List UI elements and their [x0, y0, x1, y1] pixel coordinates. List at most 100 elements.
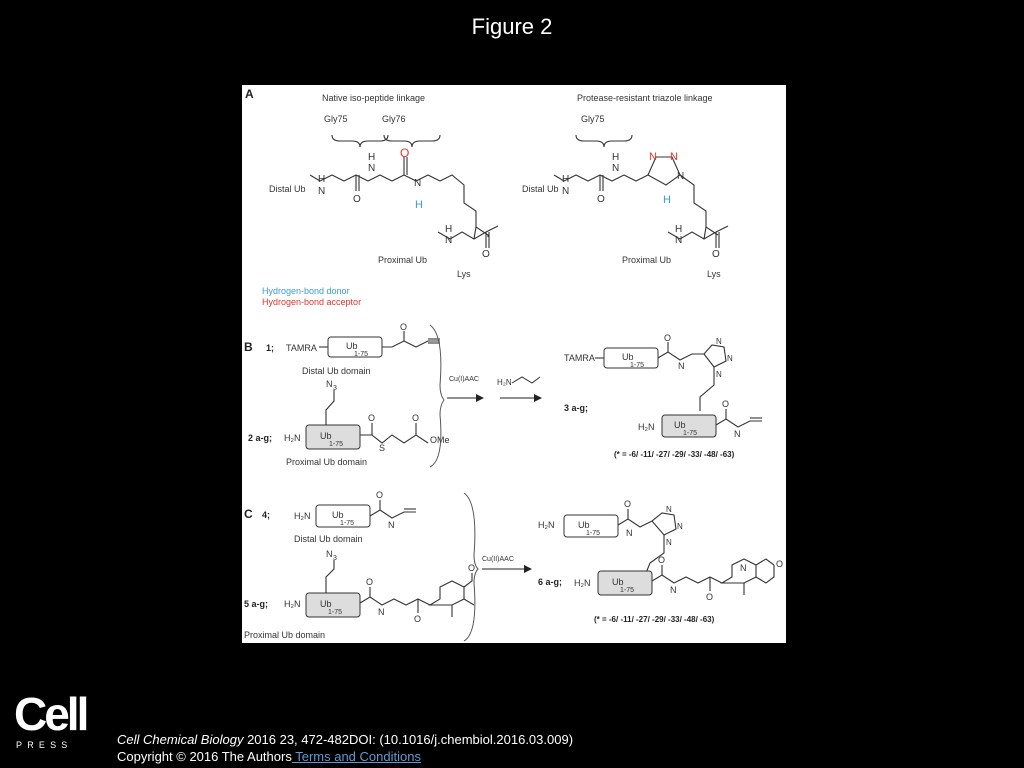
svg-text:O: O [376, 490, 383, 500]
distal-ub-label-a: Distal Ub [269, 184, 306, 194]
svg-text:N: N [612, 163, 619, 174]
h2n-c5: H₂N [284, 599, 301, 609]
svg-text:O: O [414, 614, 421, 624]
legend-donor: Hydrogen-bond donor [262, 286, 350, 296]
compound-4: 4; [262, 510, 270, 520]
copyright-text: Copyright © 2016 The Authors [117, 749, 292, 764]
lys-label-a: Lys [457, 269, 471, 279]
svg-text:H: H [445, 224, 452, 235]
ub-range-c6-top: 1-75 [586, 530, 600, 537]
ub-range-b2: 1-75 [329, 441, 343, 448]
svg-text:N: N [675, 235, 682, 246]
lys-label-triazole: Lys [707, 269, 721, 279]
svg-text:N: N [716, 370, 722, 379]
svg-text:O: O [706, 592, 713, 602]
panel-a: A Native iso-peptide linkage Protease-re… [245, 87, 729, 307]
svg-text:N: N [678, 361, 685, 371]
compound-2: 2 a-g; [248, 433, 272, 443]
ub-box-c6-bottom [597, 570, 653, 596]
proximal-ub-label-a: Proximal Ub [378, 255, 427, 265]
ub-label-b2: Ub [320, 431, 332, 441]
figure-svg: A Native iso-peptide linkage Protease-re… [244, 87, 783, 642]
ub-range-c6-bottom: 1-75 [620, 587, 634, 594]
gly75-label-triazole: Gly75 [581, 114, 605, 124]
ub-range-b3-bottom: 1-75 [683, 430, 697, 437]
svg-text:O: O [597, 194, 605, 205]
donor-hydrogen: H [415, 199, 423, 211]
acceptor-oxygen: O [400, 146, 409, 160]
brace-c [463, 492, 479, 642]
positions-c: (* = -6/ -11/ -27/ -29/ -33/ -48/ -63) [594, 615, 715, 624]
ub-range-c4: 1-75 [340, 520, 354, 527]
panel-b: B 1; TAMRA Ub 1-75 O Distal Ub domain 2 … [244, 322, 762, 468]
distal-ub-label-triazole: Distal Ub [522, 184, 559, 194]
distal-domain-c: Distal Ub domain [294, 534, 363, 544]
ub-box-c6-top [563, 514, 619, 538]
svg-text:O: O [776, 559, 783, 569]
svg-text:H: H [612, 152, 619, 163]
slide-title: Figure 2 [471, 14, 553, 39]
compound-5: 5 a-g; [244, 599, 268, 609]
azide-sub-c5: 3 [333, 555, 337, 562]
h2n-c6-top: H₂N [538, 520, 555, 530]
ub-range-b3-top: 1-75 [630, 362, 644, 369]
svg-text:H: H [318, 174, 325, 185]
ub-range-b1: 1-75 [354, 351, 368, 358]
gly76-label: Gly76 [382, 114, 406, 124]
ub-label-b1: Ub [346, 341, 358, 351]
citation-details: 2016 23, 472-482DOI: (10.1016/j.chembiol… [243, 732, 574, 747]
native-structure [309, 134, 499, 248]
ub-label-b3-bottom: Ub [674, 420, 686, 430]
figure-panel: A Native iso-peptide linkage Protease-re… [242, 85, 786, 643]
terms-link[interactable]: Terms and Conditions [291, 749, 421, 764]
native-title: Native iso-peptide linkage [322, 93, 425, 103]
proximal-domain-b: Proximal Ub domain [286, 457, 367, 467]
svg-text:N: N [378, 607, 385, 617]
svg-text:N: N [388, 520, 395, 530]
svg-text:N: N [414, 178, 421, 189]
compound-1: 1; [266, 343, 274, 353]
svg-text:N: N [716, 337, 722, 346]
svg-text:N: N [626, 528, 633, 538]
ub-box-b3-bottom [661, 414, 717, 438]
citation: Cell Chemical Biology 2016 23, 472-482DO… [117, 732, 573, 747]
logo-word: Cell [14, 688, 89, 740]
h2n-c4: H₂N [294, 511, 311, 521]
svg-text:N: N [562, 186, 569, 197]
product-3: 3 a-g; [564, 403, 588, 413]
brace-b [429, 324, 445, 468]
ub-label-c5: Ub [320, 599, 332, 609]
positions-b: (* = -6/ -11/ -27/ -29/ -33/ -48/ -63) [614, 450, 735, 459]
svg-text:N: N [727, 354, 733, 363]
svg-text:N: N [670, 585, 677, 595]
h2n-b2: H₂N [284, 433, 301, 443]
panel-a-label: A [245, 87, 254, 101]
svg-text:N: N [666, 505, 672, 514]
svg-text:O: O [624, 499, 631, 509]
panel-c-label: C [244, 507, 253, 521]
svg-text:O: O [712, 249, 720, 260]
azide-b2: N [326, 379, 333, 389]
reagent-c: Cu(II)AAC [482, 556, 514, 563]
svg-text:N: N [677, 171, 684, 182]
triazole-structure [553, 134, 729, 248]
svg-text:N: N [318, 186, 325, 197]
ub-box-b2 [305, 424, 361, 450]
distal-domain-b: Distal Ub domain [302, 366, 371, 376]
svg-text:O: O [400, 322, 407, 332]
h2n-c6-bottom: H₂N [574, 578, 591, 588]
svg-text:N: N [740, 563, 747, 573]
triazole-n2: N [670, 151, 678, 163]
journal-name: Cell Chemical Biology [117, 732, 244, 747]
svg-text:N: N [666, 538, 672, 547]
sulfur-b2: S [379, 443, 385, 453]
svg-text:N: N [368, 163, 375, 174]
svg-text:H: H [368, 152, 375, 163]
svg-text:O: O [722, 399, 729, 409]
azide-sub-b2: 3 [333, 385, 337, 392]
svg-text:H: H [675, 224, 682, 235]
svg-text:O: O [412, 413, 419, 423]
reagent-b: Cu(I)AAC [449, 376, 479, 383]
proximal-domain-c: Proximal Ub domain [244, 630, 325, 640]
legend-acceptor: Hydrogen-bond acceptor [262, 297, 361, 307]
